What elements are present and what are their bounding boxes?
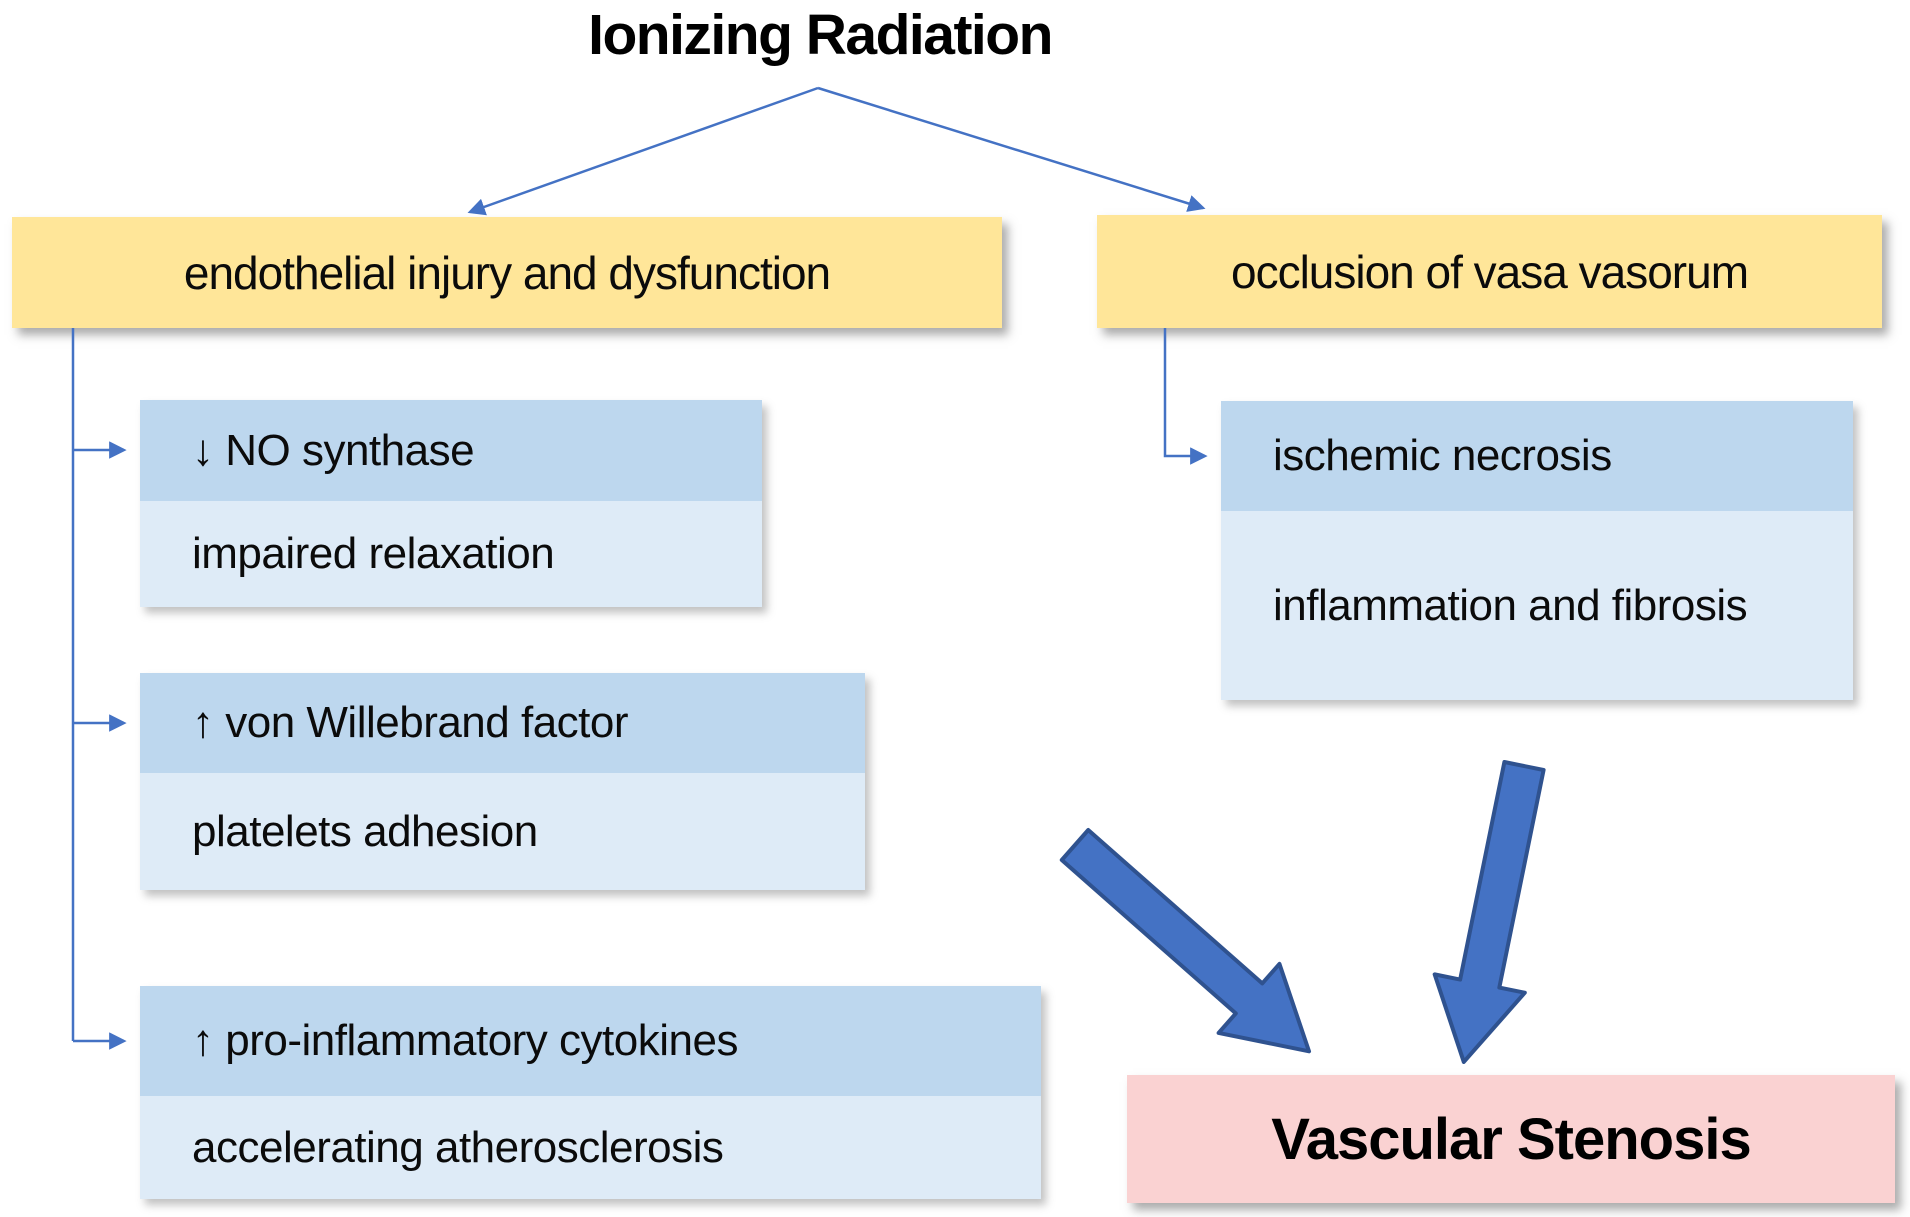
no-synthase-cause-band: ↓ NO synthase xyxy=(140,400,762,501)
von-willebrand-box: ↑ von Willebrand factor platelets adhesi… xyxy=(140,673,865,890)
no-synthase-consequence-label: impaired relaxation xyxy=(192,529,555,578)
ischemic-necrosis-consequence-band: inflammation and fibrosis xyxy=(1221,511,1853,700)
von-willebrand-consequence-band: platelets adhesion xyxy=(140,773,865,890)
cytokines-cause-label: ↑ pro-inflammatory cytokines xyxy=(192,1016,738,1065)
endothelial-injury-header-label: endothelial injury and dysfunction xyxy=(183,246,831,299)
ischemic-necrosis-consequence-label: inflammation and fibrosis xyxy=(1273,580,1748,630)
ischemic-necrosis-cause-band: ischemic necrosis xyxy=(1221,401,1853,511)
no-synthase-consequence-band: impaired relaxation xyxy=(140,501,762,607)
ischemic-necrosis-cause-label: ischemic necrosis xyxy=(1273,431,1612,480)
fork-arrow-to-endothelial xyxy=(467,86,819,216)
cytokines-box: ↑ pro-inflammatory cytokines acceleratin… xyxy=(140,986,1041,1199)
no-synthase-cause-label: ↓ NO synthase xyxy=(192,425,475,475)
branch-arrow-ischemic-necrosis xyxy=(1163,328,1208,465)
vascular-stenosis-outcome-box: Vascular Stenosis xyxy=(1127,1075,1895,1203)
von-willebrand-cause-label: ↑ von Willebrand factor xyxy=(192,698,629,747)
von-willebrand-cause-band: ↑ von Willebrand factor xyxy=(140,673,865,773)
cytokines-consequence-band: accelerating atherosclerosis xyxy=(140,1096,1041,1199)
endothelial-injury-header-box: endothelial injury and dysfunction xyxy=(12,217,1002,328)
fork-arrow-to-vasa-vasorum xyxy=(817,86,1206,212)
cytokines-cause-band: ↑ pro-inflammatory cytokines xyxy=(140,986,1041,1096)
von-willebrand-consequence-label: platelets adhesion xyxy=(192,806,538,856)
ischemic-necrosis-box: ischemic necrosis inflammation and fibro… xyxy=(1221,401,1853,700)
cytokines-consequence-label: accelerating atherosclerosis xyxy=(192,1122,724,1172)
vasa-vasorum-header-label: occlusion of vasa vasorum xyxy=(1230,245,1749,298)
vasa-vasorum-header-box: occlusion of vasa vasorum xyxy=(1097,215,1882,328)
big-arrow-left-to-stenosis xyxy=(1059,827,1312,1054)
diagram-title: Ionizing Radiation xyxy=(588,3,1053,67)
vascular-stenosis-label: Vascular Stenosis xyxy=(1271,1106,1751,1172)
big-arrow-right-to-stenosis xyxy=(1432,760,1546,1064)
no-synthase-box: ↓ NO synthase impaired relaxation xyxy=(140,400,762,607)
